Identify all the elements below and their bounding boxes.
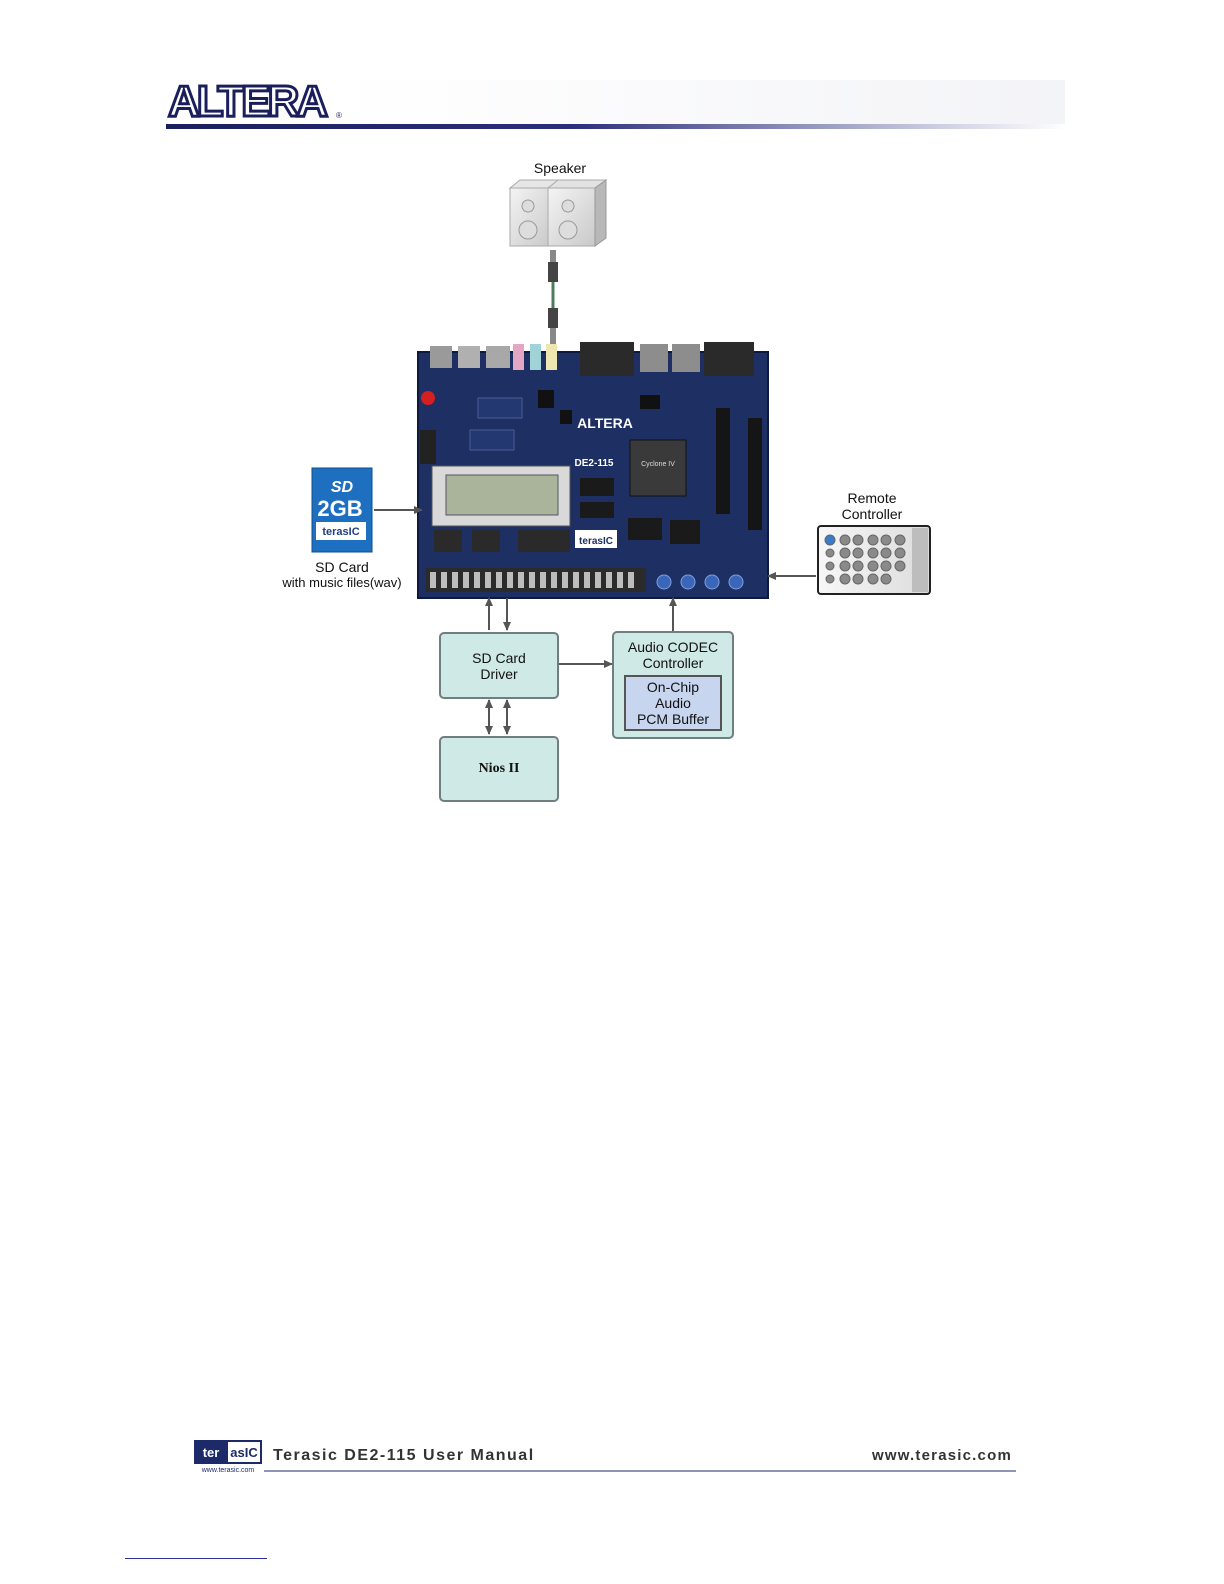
sd-card-sublabel: with music files(wav) <box>262 575 422 591</box>
sd-card-icon: SD 2GB terasIC <box>312 468 372 552</box>
svg-text:asIC: asIC <box>230 1445 258 1460</box>
remote-label-line1: Remote <box>822 490 922 506</box>
codec-line1: Audio CODEC <box>628 639 718 655</box>
audio-cable <box>548 250 558 346</box>
svg-text:ALTERA: ALTERA <box>577 415 633 431</box>
footer-url[interactable]: www.terasic.com <box>872 1447 1012 1464</box>
svg-text:2GB: 2GB <box>317 496 362 521</box>
de2-115-board: Cyclone IV ALTERA DE2-115 terasIC <box>418 342 768 598</box>
sd-card-label: SD Card <box>272 559 412 575</box>
svg-text:ter: ter <box>203 1445 220 1460</box>
buffer-line1: On-Chip <box>647 679 699 695</box>
remote-controller-icon <box>818 526 930 594</box>
speaker-label: Speaker <box>520 160 600 176</box>
svg-text:DE2-115: DE2-115 <box>575 458 614 469</box>
nios-ii-block: Nios II <box>439 736 559 802</box>
pcm-buffer-block: On-Chip Audio PCM Buffer <box>624 675 722 731</box>
svg-text:terasIC: terasIC <box>579 536 613 547</box>
sd-card-driver-block: SD Card Driver <box>439 632 559 699</box>
footer-title: Terasic DE2-115 User Manual <box>273 1447 535 1465</box>
svg-text:Cyclone IV: Cyclone IV <box>641 461 675 468</box>
buffer-line3: PCM Buffer <box>637 711 709 727</box>
sd-driver-line1: SD Card <box>472 650 526 666</box>
remote-label-line2: Controller <box>822 506 922 522</box>
page-divider <box>125 1558 267 1559</box>
codec-line2: Controller <box>643 655 704 671</box>
svg-text:www.terasic.com: www.terasic.com <box>201 1467 255 1474</box>
svg-text:SD: SD <box>331 479 354 496</box>
footer-rule <box>264 1470 1016 1472</box>
terasic-logo: ter asIC www.terasic.com <box>194 1440 264 1474</box>
buffer-line2: Audio <box>655 695 691 711</box>
sd-driver-line2: Driver <box>480 666 517 682</box>
svg-text:terasIC: terasIC <box>322 526 359 538</box>
speaker-icon <box>510 180 606 246</box>
nios-label: Nios II <box>479 761 520 777</box>
